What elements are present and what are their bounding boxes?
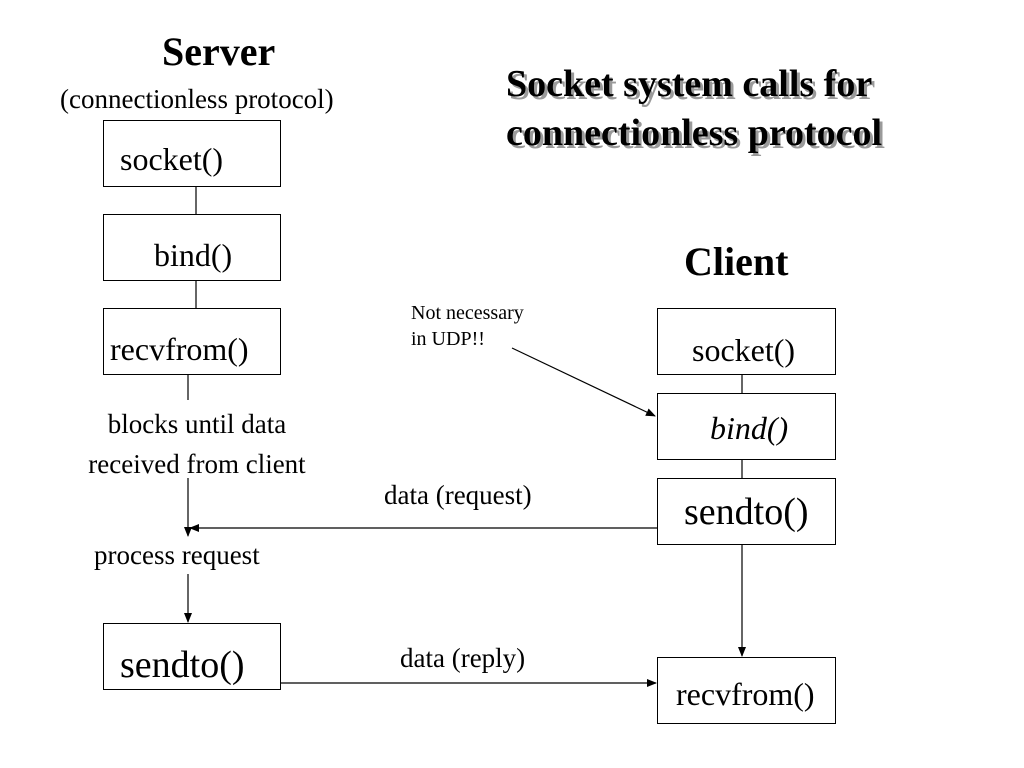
server-process-label: process request: [94, 540, 260, 570]
client-bind-box: bind(): [657, 393, 836, 460]
client-socket-box: socket(): [657, 308, 836, 375]
server-socket-label: socket(): [120, 141, 224, 177]
client-recvfrom-box: recvfrom(): [657, 657, 836, 724]
server-sendto-label: sendto(): [120, 644, 245, 686]
udp-annotation: Not necessary in UDP!!: [411, 300, 524, 352]
client-recvfrom-label: recvfrom(): [676, 676, 815, 712]
annotation-line-1: Not necessary: [411, 302, 524, 324]
server-blocks-note: blocks until data received from client: [60, 404, 334, 484]
blocks-line-2: received from client: [88, 449, 306, 479]
blocks-line-1: blocks until data: [107, 409, 287, 439]
client-socket-label: socket(): [692, 332, 796, 368]
server-sendto-box: sendto(): [103, 623, 281, 690]
server-recvfrom-box: recvfrom(): [103, 308, 281, 375]
diagram-title: Socket system calls for connectionless p…: [506, 60, 882, 157]
server-socket-box: socket(): [103, 120, 281, 187]
server-bind-label: bind(): [154, 237, 233, 273]
client-sendto-box: sendto(): [657, 478, 836, 545]
annotation-arrow: [511, 347, 656, 417]
client-sendto-label: sendto(): [684, 491, 809, 533]
client-bind-label: bind(): [710, 410, 789, 446]
server-recvfrom-label: recvfrom(): [110, 331, 249, 367]
server-bind-box: bind(): [103, 214, 281, 281]
title-line-1: Socket system calls for: [506, 63, 873, 105]
request-arrow-label: data (request): [384, 480, 532, 510]
reply-arrow-label: data (reply): [400, 643, 526, 673]
server-subheading: (connectionless protocol): [60, 84, 334, 114]
server-heading: Server: [162, 29, 276, 74]
annotation-line-2: in UDP!!: [411, 328, 485, 350]
title-line-2: connectionless protocol: [506, 111, 883, 154]
client-heading: Client: [684, 239, 789, 284]
